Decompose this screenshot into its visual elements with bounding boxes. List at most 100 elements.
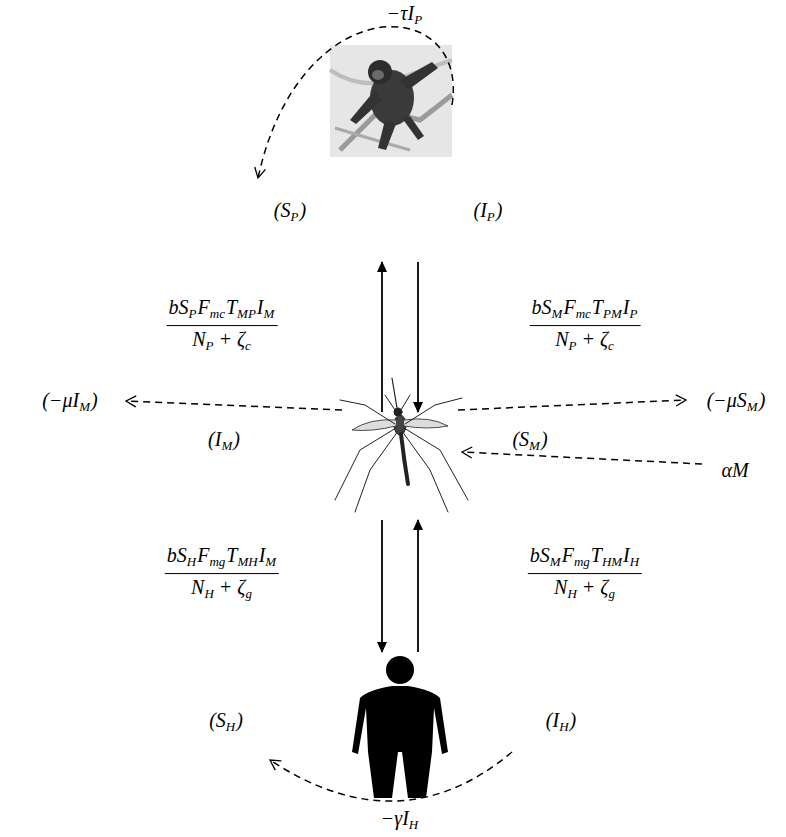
fraction-bar — [167, 325, 278, 326]
rate-formula: bSHFmgTMHIMNH+ ζg — [165, 544, 279, 602]
math-text: ) — [759, 389, 766, 411]
subscript: P — [487, 209, 495, 224]
math-text: (S — [209, 709, 226, 731]
denominator: NH+ ζg — [552, 576, 618, 602]
math-text: I — [623, 544, 630, 566]
subscript: M — [550, 554, 561, 569]
math-text: N — [555, 328, 568, 350]
math-text: T — [226, 296, 237, 318]
compartment-label: (−μIM) — [42, 389, 97, 415]
subscript: PM — [603, 306, 622, 321]
subscript: mg — [209, 554, 225, 569]
subscript: P — [291, 209, 299, 224]
math-text: (S — [512, 428, 529, 450]
rate-formula: bSMFmcTPMIPNP+ ζc — [530, 296, 641, 354]
math-text: F — [562, 544, 574, 566]
transmission-arrow — [381, 520, 383, 652]
denominator: NH + ζg — [189, 576, 255, 602]
subscript: M — [79, 399, 90, 414]
subscript: M — [221, 438, 232, 453]
math-text: F — [563, 296, 575, 318]
numerator: bSPFmcTMPIM — [167, 296, 278, 322]
subscript: H — [187, 554, 196, 569]
math-text: ) — [570, 709, 577, 731]
subscript: M — [264, 306, 275, 321]
fraction-bar — [165, 573, 279, 574]
subscript: H — [226, 719, 235, 734]
subscript: MP — [237, 306, 256, 321]
numerator: bSMFmgTHMIH — [528, 544, 642, 570]
math-text: T — [592, 296, 603, 318]
math-text: N — [554, 576, 567, 598]
subscript: HM — [602, 554, 622, 569]
subscript: P — [629, 306, 637, 321]
compartment-label: αM — [721, 459, 748, 482]
math-text: bS — [169, 296, 189, 318]
math-text: bS — [530, 544, 550, 566]
subscript: mg — [574, 554, 590, 569]
math-text: + ζ — [218, 328, 245, 350]
math-text: F — [198, 296, 210, 318]
compartment-label: −γIH — [381, 807, 419, 833]
math-text: ) — [299, 199, 306, 221]
mosquito-illustration — [335, 378, 468, 512]
transmission-arrow — [417, 520, 419, 652]
subscript: mc — [576, 306, 591, 321]
subscript: M — [747, 399, 758, 414]
rate-formula: bSMFmgTHMIHNH+ ζg — [528, 544, 642, 602]
death-arrow — [126, 401, 342, 410]
math-text: bS — [532, 296, 552, 318]
subscript: M — [529, 438, 540, 453]
recovery-arrow — [258, 27, 453, 178]
subscript: H — [409, 817, 418, 832]
math-text: ) — [541, 428, 548, 450]
math-text: + ζ — [582, 576, 609, 598]
subscript: MH — [237, 554, 257, 569]
math-text: −τI — [387, 2, 414, 24]
math-text: T — [591, 544, 602, 566]
death-arrow — [458, 400, 686, 410]
math-text: ) — [496, 199, 503, 221]
math-text: ) — [233, 428, 240, 450]
subscript: P — [189, 306, 197, 321]
math-text: ) — [91, 389, 98, 411]
math-text: N — [191, 576, 204, 598]
subscript: H — [559, 719, 568, 734]
subscript: P — [206, 338, 214, 353]
math-text: (−μI — [42, 389, 79, 411]
math-text: (I — [208, 428, 221, 450]
subscript: P — [569, 338, 577, 353]
math-text: T — [226, 544, 237, 566]
rate-formula: bSPFmcTMPIMNP+ ζc — [167, 296, 278, 354]
numerator: bSHFmgTMHIM — [165, 544, 279, 570]
subscript: H — [630, 554, 639, 569]
math-text: (I — [546, 709, 559, 731]
compartment-label: (SH) — [209, 709, 243, 735]
transmission-arrow — [381, 262, 383, 412]
human-silhouette — [352, 656, 448, 798]
subscript: H — [567, 586, 576, 601]
subscript: mc — [210, 306, 225, 321]
fraction-bar — [530, 325, 641, 326]
math-text: ) — [236, 709, 243, 731]
compartment-label: (IM) — [208, 428, 240, 454]
subscript: g — [245, 586, 252, 601]
denominator: NP+ ζc — [190, 328, 254, 354]
math-text: I — [259, 544, 266, 566]
primate-illustration — [330, 45, 452, 157]
subscript: M — [265, 554, 276, 569]
subscript: M — [552, 306, 563, 321]
compartment-label: (SP) — [274, 199, 306, 225]
transmission-arrow — [417, 262, 419, 412]
numerator: bSMFmcTPMIP — [530, 296, 641, 322]
subscript: H — [204, 586, 213, 601]
math-text: bS — [167, 544, 187, 566]
math-text: + ζ — [219, 576, 246, 598]
math-text: I — [257, 296, 264, 318]
math-text: −γI — [381, 807, 409, 829]
math-text: N — [192, 328, 205, 350]
recovery-arrow — [270, 752, 512, 801]
compartment-label: (IP) — [474, 199, 503, 225]
math-text: F — [197, 544, 209, 566]
